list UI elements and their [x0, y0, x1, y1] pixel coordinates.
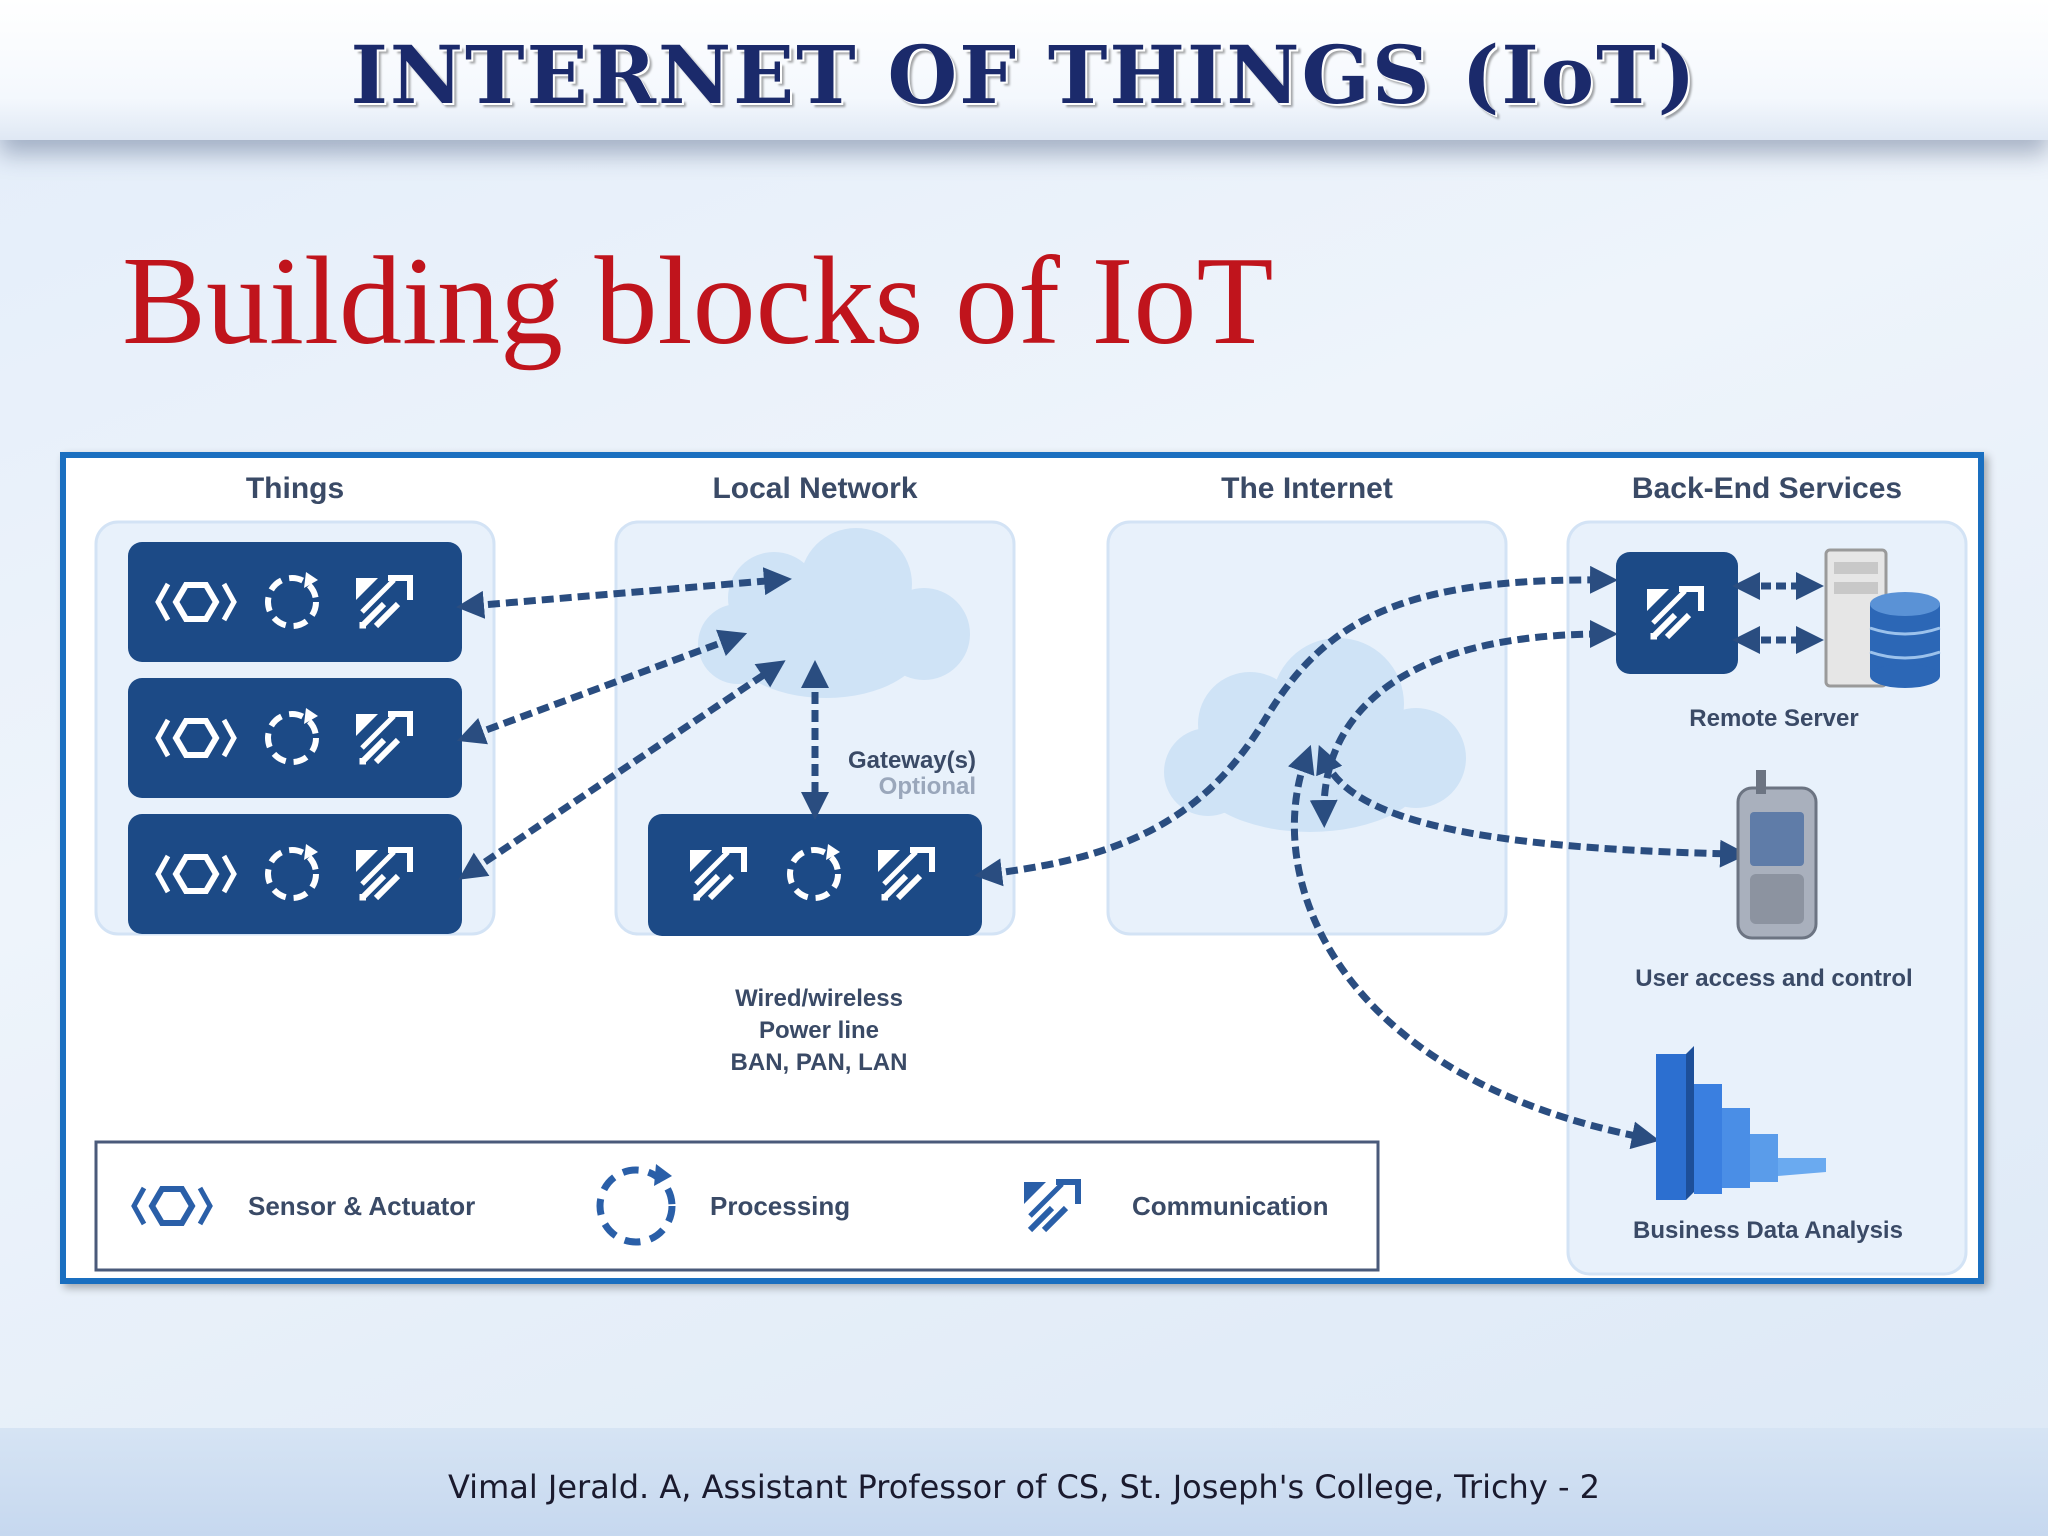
legend-sensor-label: Sensor & Actuator	[248, 1191, 475, 1221]
legend-sensor-icon	[131, 1186, 213, 1226]
legend-processing-label: Processing	[710, 1191, 850, 1221]
slide-title: Building blocks of IoT	[122, 232, 1274, 371]
gateway-note: Optional	[879, 773, 976, 800]
legend-processing-icon	[596, 1164, 676, 1246]
footer-bar	[0, 1428, 2048, 1536]
column-heading-backend: Back-End Services	[1632, 472, 1902, 505]
footer-text: Vimal Jerald. A, Assistant Professor of …	[447, 1468, 1601, 1506]
legend-box	[94, 1140, 1380, 1272]
gateway-device	[648, 814, 982, 936]
remote-server-label: Remote Server	[1689, 705, 1858, 732]
phone-icon	[1736, 770, 1818, 940]
thing-device-2	[128, 678, 462, 798]
gateway-label: Gateway(s)	[848, 747, 976, 774]
network-type-wired: Wired/wireless	[735, 985, 903, 1012]
network-type-powerline: Power line	[759, 1017, 879, 1044]
user-access-label: User access and control	[1635, 965, 1912, 992]
legend-communication-label: Communication	[1132, 1191, 1328, 1221]
column-heading-internet: The Internet	[1221, 472, 1393, 505]
column-heading-things: Things	[246, 472, 344, 505]
link-gateway-internet	[974, 565, 1618, 887]
bar-chart-icon	[1656, 1046, 1826, 1200]
server-comm-block	[1616, 552, 1738, 674]
link-thing3-cloud	[458, 660, 786, 880]
iot-diagram: Things Local Network The Internet Back-E…	[60, 452, 1984, 1284]
thing-device-3	[128, 814, 462, 934]
link-internet-analysis	[1288, 744, 1660, 1150]
network-type-ban-pan-lan: BAN, PAN, LAN	[731, 1049, 908, 1076]
thing-device-1	[128, 542, 462, 662]
link-thing1-cloud	[456, 567, 792, 619]
business-analysis-label: Business Data Analysis	[1633, 1217, 1903, 1244]
header-bar	[0, 0, 2048, 140]
column-heading-local-network: Local Network	[712, 472, 917, 505]
database-icon	[1869, 592, 1941, 688]
header-title: INTERNET OF THINGS (IoT)	[350, 28, 1698, 122]
